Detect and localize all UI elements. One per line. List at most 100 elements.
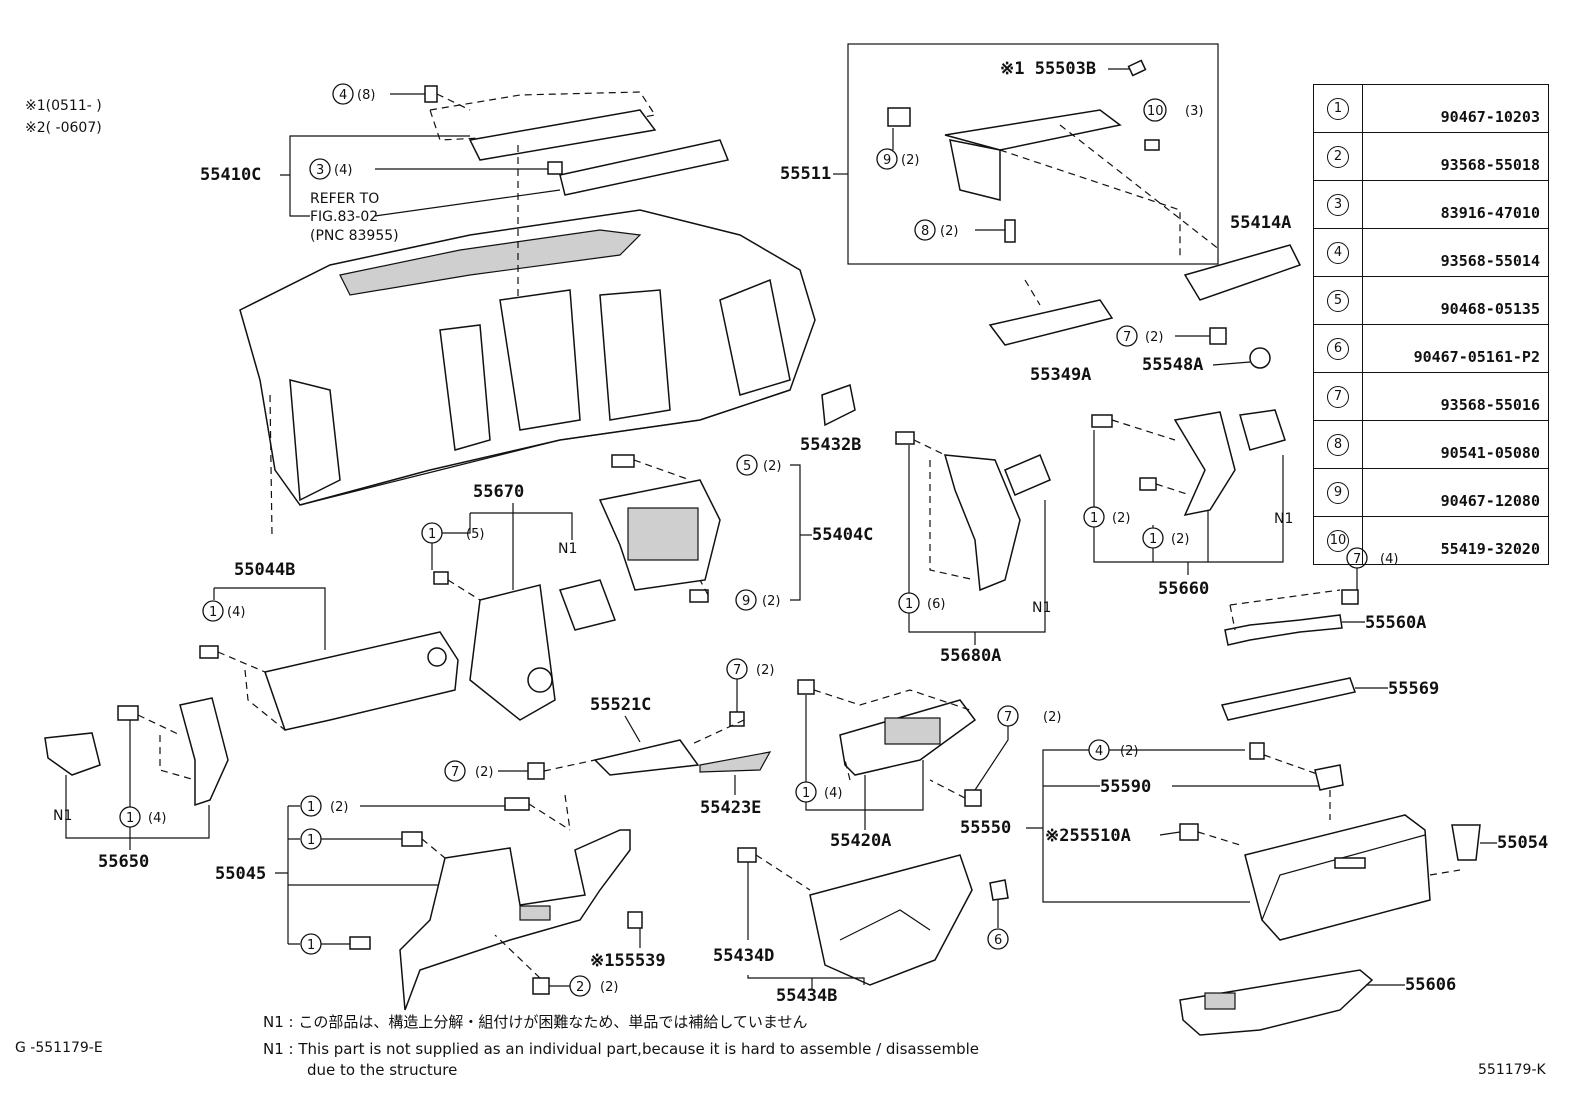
frame-55511 bbox=[847, 43, 1219, 265]
svg-text:(4): (4) bbox=[227, 605, 245, 620]
label-55349A: 55349A bbox=[1030, 365, 1091, 385]
label-55606: 55606 bbox=[1405, 975, 1456, 995]
parts-table-row: 5 90468-05135 bbox=[1313, 276, 1549, 325]
parts-table-ref: 5 bbox=[1327, 290, 1349, 312]
svg-text:9: 9 bbox=[883, 153, 891, 168]
svg-text:1: 1 bbox=[905, 597, 913, 612]
figure-code-right: 551179-K bbox=[1478, 1062, 1546, 1078]
label-55434B: 55434B bbox=[776, 986, 837, 1006]
parts-table-ref: 3 bbox=[1327, 194, 1349, 216]
parts-table-number: 93568-55016 bbox=[1362, 372, 1549, 421]
label-n1-a: N1 bbox=[558, 541, 577, 557]
svg-text:(4): (4) bbox=[148, 811, 166, 826]
parts-table-row: 2 93568-55018 bbox=[1313, 132, 1549, 181]
svg-text:(2): (2) bbox=[756, 663, 774, 678]
parts-table-ref: 1 bbox=[1327, 98, 1349, 120]
callout-1-2-b: 1 (2) bbox=[1142, 527, 1189, 549]
figure-code: G -551179-E bbox=[15, 1040, 103, 1056]
instrument-panel bbox=[239, 91, 816, 536]
svg-text:(6): (6) bbox=[927, 597, 945, 612]
svg-text:1: 1 bbox=[307, 800, 315, 815]
callout-7-2-d: 7 (2) bbox=[997, 705, 1061, 727]
parts-table-ref: 2 bbox=[1327, 146, 1349, 168]
svg-text:(2): (2) bbox=[1120, 744, 1138, 759]
svg-text:3: 3 bbox=[316, 163, 324, 178]
callout-1-5: 1 (5) bbox=[421, 522, 484, 544]
label-55660: 55660 bbox=[1158, 579, 1209, 599]
parts-table-number: 90467-05161-P2 bbox=[1362, 324, 1549, 373]
label-55404C: 55404C bbox=[812, 525, 873, 545]
label-n1-d: N1 bbox=[53, 808, 72, 824]
refer-to-line-2: FIG.83-02 bbox=[310, 209, 378, 225]
svg-text:7: 7 bbox=[1004, 710, 1012, 725]
svg-text:(2): (2) bbox=[1043, 710, 1061, 725]
svg-text:(2): (2) bbox=[763, 459, 781, 474]
label-55590: 55590 bbox=[1100, 777, 1151, 797]
svg-text:6: 6 bbox=[994, 933, 1002, 948]
label-55511: 55511 bbox=[780, 164, 831, 184]
callout-7-2-b: 7 (2) bbox=[726, 658, 774, 680]
svg-text:(2): (2) bbox=[600, 980, 618, 995]
svg-text:4: 4 bbox=[339, 88, 347, 103]
label-55045: 55045 bbox=[215, 864, 266, 884]
svg-text:1: 1 bbox=[1090, 511, 1098, 526]
svg-text:5: 5 bbox=[743, 459, 751, 474]
callout-1-4-c: 1 (4) bbox=[119, 806, 166, 828]
parts-table-number: 55419-32020 bbox=[1362, 516, 1549, 565]
label-n1-b: N1 bbox=[1274, 511, 1293, 527]
label-55420A: 55420A bbox=[830, 831, 891, 851]
svg-text:1: 1 bbox=[209, 605, 217, 620]
label-55423E: 55423E bbox=[700, 798, 761, 818]
parts-table-number: 93568-55018 bbox=[1362, 132, 1549, 181]
parts-table-ref: 6 bbox=[1327, 338, 1349, 360]
label-55650: 55650 bbox=[98, 852, 149, 872]
note-n1-japanese: N1 : この部品は、構造上分解・組付けが困難なため、単品では補給していません bbox=[263, 1013, 807, 1031]
svg-text:10: 10 bbox=[1147, 104, 1164, 119]
callout-3-4: 3 (4) bbox=[309, 158, 352, 180]
svg-text:(8): (8) bbox=[357, 88, 375, 103]
parts-table-ref: 10 bbox=[1327, 530, 1349, 552]
callout-1-4-b: 1 (4) bbox=[795, 781, 842, 803]
label-55044B: 55044B bbox=[234, 560, 295, 580]
refer-to-line-1: REFER TO bbox=[310, 191, 379, 207]
svg-text:2: 2 bbox=[576, 980, 584, 995]
svg-text:9: 9 bbox=[742, 594, 750, 609]
svg-text:7: 7 bbox=[733, 663, 741, 678]
parts-table-ref: 8 bbox=[1327, 434, 1349, 456]
svg-text:(2): (2) bbox=[940, 224, 958, 239]
svg-text:(5): (5) bbox=[466, 527, 484, 542]
parts-table-row: 10 55419-32020 bbox=[1313, 516, 1549, 565]
svg-text:(2): (2) bbox=[901, 153, 919, 168]
svg-text:1: 1 bbox=[307, 938, 315, 953]
callout-1-2-a: 1 (2) bbox=[1083, 506, 1130, 528]
callout-9-2-b: 9 (2) bbox=[735, 589, 780, 611]
label-55680A: 55680A bbox=[940, 646, 1001, 666]
callout-5-2: 5 (2) bbox=[736, 454, 781, 476]
note-n1-english-2: due to the structure bbox=[307, 1061, 457, 1079]
label-55510A: ※255510A bbox=[1045, 826, 1131, 846]
callout-4-8: 4 (8) bbox=[332, 83, 375, 105]
svg-text:(4): (4) bbox=[334, 163, 352, 178]
label-n1-c: N1 bbox=[1032, 600, 1051, 616]
parts-table-number: 93568-55014 bbox=[1362, 228, 1549, 277]
callout-6: 6 bbox=[987, 928, 1009, 950]
svg-text:(2): (2) bbox=[762, 594, 780, 609]
applicability-note-2: ※2( -0607) bbox=[25, 120, 102, 136]
svg-text:8: 8 bbox=[921, 224, 929, 239]
callout-1-6: 1 (6) bbox=[898, 592, 945, 614]
svg-text:(2): (2) bbox=[330, 800, 348, 815]
label-55503B: ※1 55503B bbox=[1000, 59, 1096, 79]
parts-table-ref: 9 bbox=[1327, 482, 1349, 504]
svg-text:1: 1 bbox=[428, 527, 436, 542]
svg-text:1: 1 bbox=[307, 833, 315, 848]
label-55569: 55569 bbox=[1388, 679, 1439, 699]
svg-text:(4): (4) bbox=[824, 786, 842, 801]
callout-7-2-a: 7 (2) bbox=[1116, 325, 1163, 347]
parts-table-number: 90468-05135 bbox=[1362, 276, 1549, 325]
